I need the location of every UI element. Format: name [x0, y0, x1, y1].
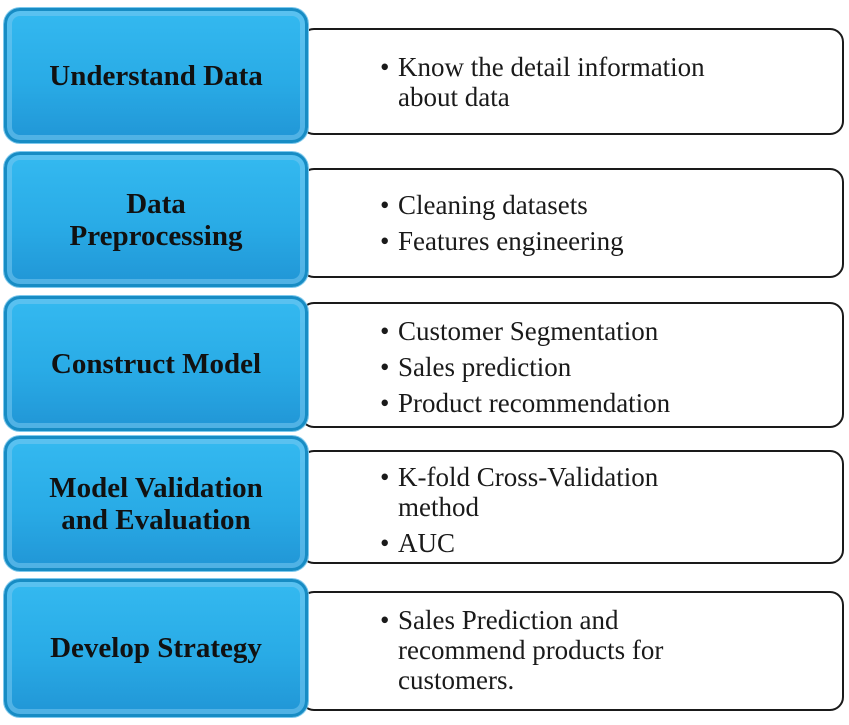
bullet-icon: • [380, 352, 390, 382]
detail-box-understand-data: • Know the detail information about data [300, 28, 844, 135]
detail-box-construct-model: • Customer Segmentation • Sales predicti… [300, 302, 844, 428]
bullet-icon: • [380, 52, 390, 82]
bullet-list-construct-model: • Customer Segmentation • Sales predicti… [380, 316, 802, 418]
stage-title: Data Preprocessing [69, 187, 243, 252]
bullet-item: • Know the detail information about data [380, 52, 802, 112]
bullet-item: • Customer Segmentation [380, 316, 802, 346]
bullet-text: K-fold Cross-Validation method [398, 462, 659, 522]
detail-box-model-validation: • K-fold Cross-Validation method • AUC [300, 450, 844, 564]
bullet-list-understand-data: • Know the detail information about data [380, 52, 802, 112]
stage-title: Develop Strategy [50, 632, 262, 664]
detail-box-data-preprocessing: • Cleaning datasets • Features engineeri… [300, 168, 844, 278]
stage-row-model-validation: • K-fold Cross-Validation method • AUC M… [0, 436, 849, 571]
stage-box-model-validation: Model Validation and Evaluation [4, 436, 308, 571]
bullet-list-model-validation: • K-fold Cross-Validation method • AUC [380, 462, 802, 558]
bullet-item: • Features engineering [380, 226, 802, 256]
bullet-text: Sales Prediction and recommend products … [398, 605, 664, 695]
stage-box-construct-model: Construct Model [4, 296, 308, 431]
stage-title: Construct Model [50, 347, 262, 380]
bullet-text: Sales prediction [398, 352, 572, 382]
bullet-icon: • [380, 190, 390, 220]
bullet-item: • AUC [380, 528, 802, 558]
bullet-icon: • [380, 528, 390, 558]
bullet-text: Customer Segmentation [398, 316, 659, 346]
bullet-text: Know the detail information about data [398, 52, 705, 112]
stage-row-data-preprocessing: • Cleaning datasets • Features engineeri… [0, 152, 849, 287]
detail-box-develop-strategy: • Sales Prediction and recommend product… [300, 591, 844, 711]
bullet-text: Product recommendation [398, 388, 671, 418]
bullet-icon: • [380, 226, 390, 256]
bullet-item: • Cleaning datasets [380, 190, 802, 220]
bullet-item: • Sales prediction [380, 352, 802, 382]
stage-row-understand-data: • Know the detail information about data… [0, 8, 849, 143]
bullet-item: • Sales Prediction and recommend product… [380, 605, 802, 695]
bullet-text: AUC [398, 528, 456, 558]
bullet-icon: • [380, 605, 390, 635]
stage-row-construct-model: • Customer Segmentation • Sales predicti… [0, 296, 849, 431]
stage-box-data-preprocessing: Data Preprocessing [4, 152, 308, 287]
bullet-list-develop-strategy: • Sales Prediction and recommend product… [380, 605, 802, 695]
stage-row-develop-strategy: • Sales Prediction and recommend product… [0, 579, 849, 717]
stage-box-develop-strategy: Develop Strategy [4, 579, 308, 717]
stage-title: Model Validation and Evaluation [49, 471, 263, 536]
bullet-icon: • [380, 316, 390, 346]
stage-title: Understand Data [49, 59, 263, 92]
bullet-item: • K-fold Cross-Validation method [380, 462, 802, 522]
stage-box-understand-data: Understand Data [4, 8, 308, 143]
bullet-item: • Product recommendation [380, 388, 802, 418]
bullet-list-data-preprocessing: • Cleaning datasets • Features engineeri… [380, 190, 802, 256]
bullet-icon: • [380, 388, 390, 418]
bullet-text: Cleaning datasets [398, 190, 588, 220]
bullet-text: Features engineering [398, 226, 624, 256]
bullet-icon: • [380, 462, 390, 492]
